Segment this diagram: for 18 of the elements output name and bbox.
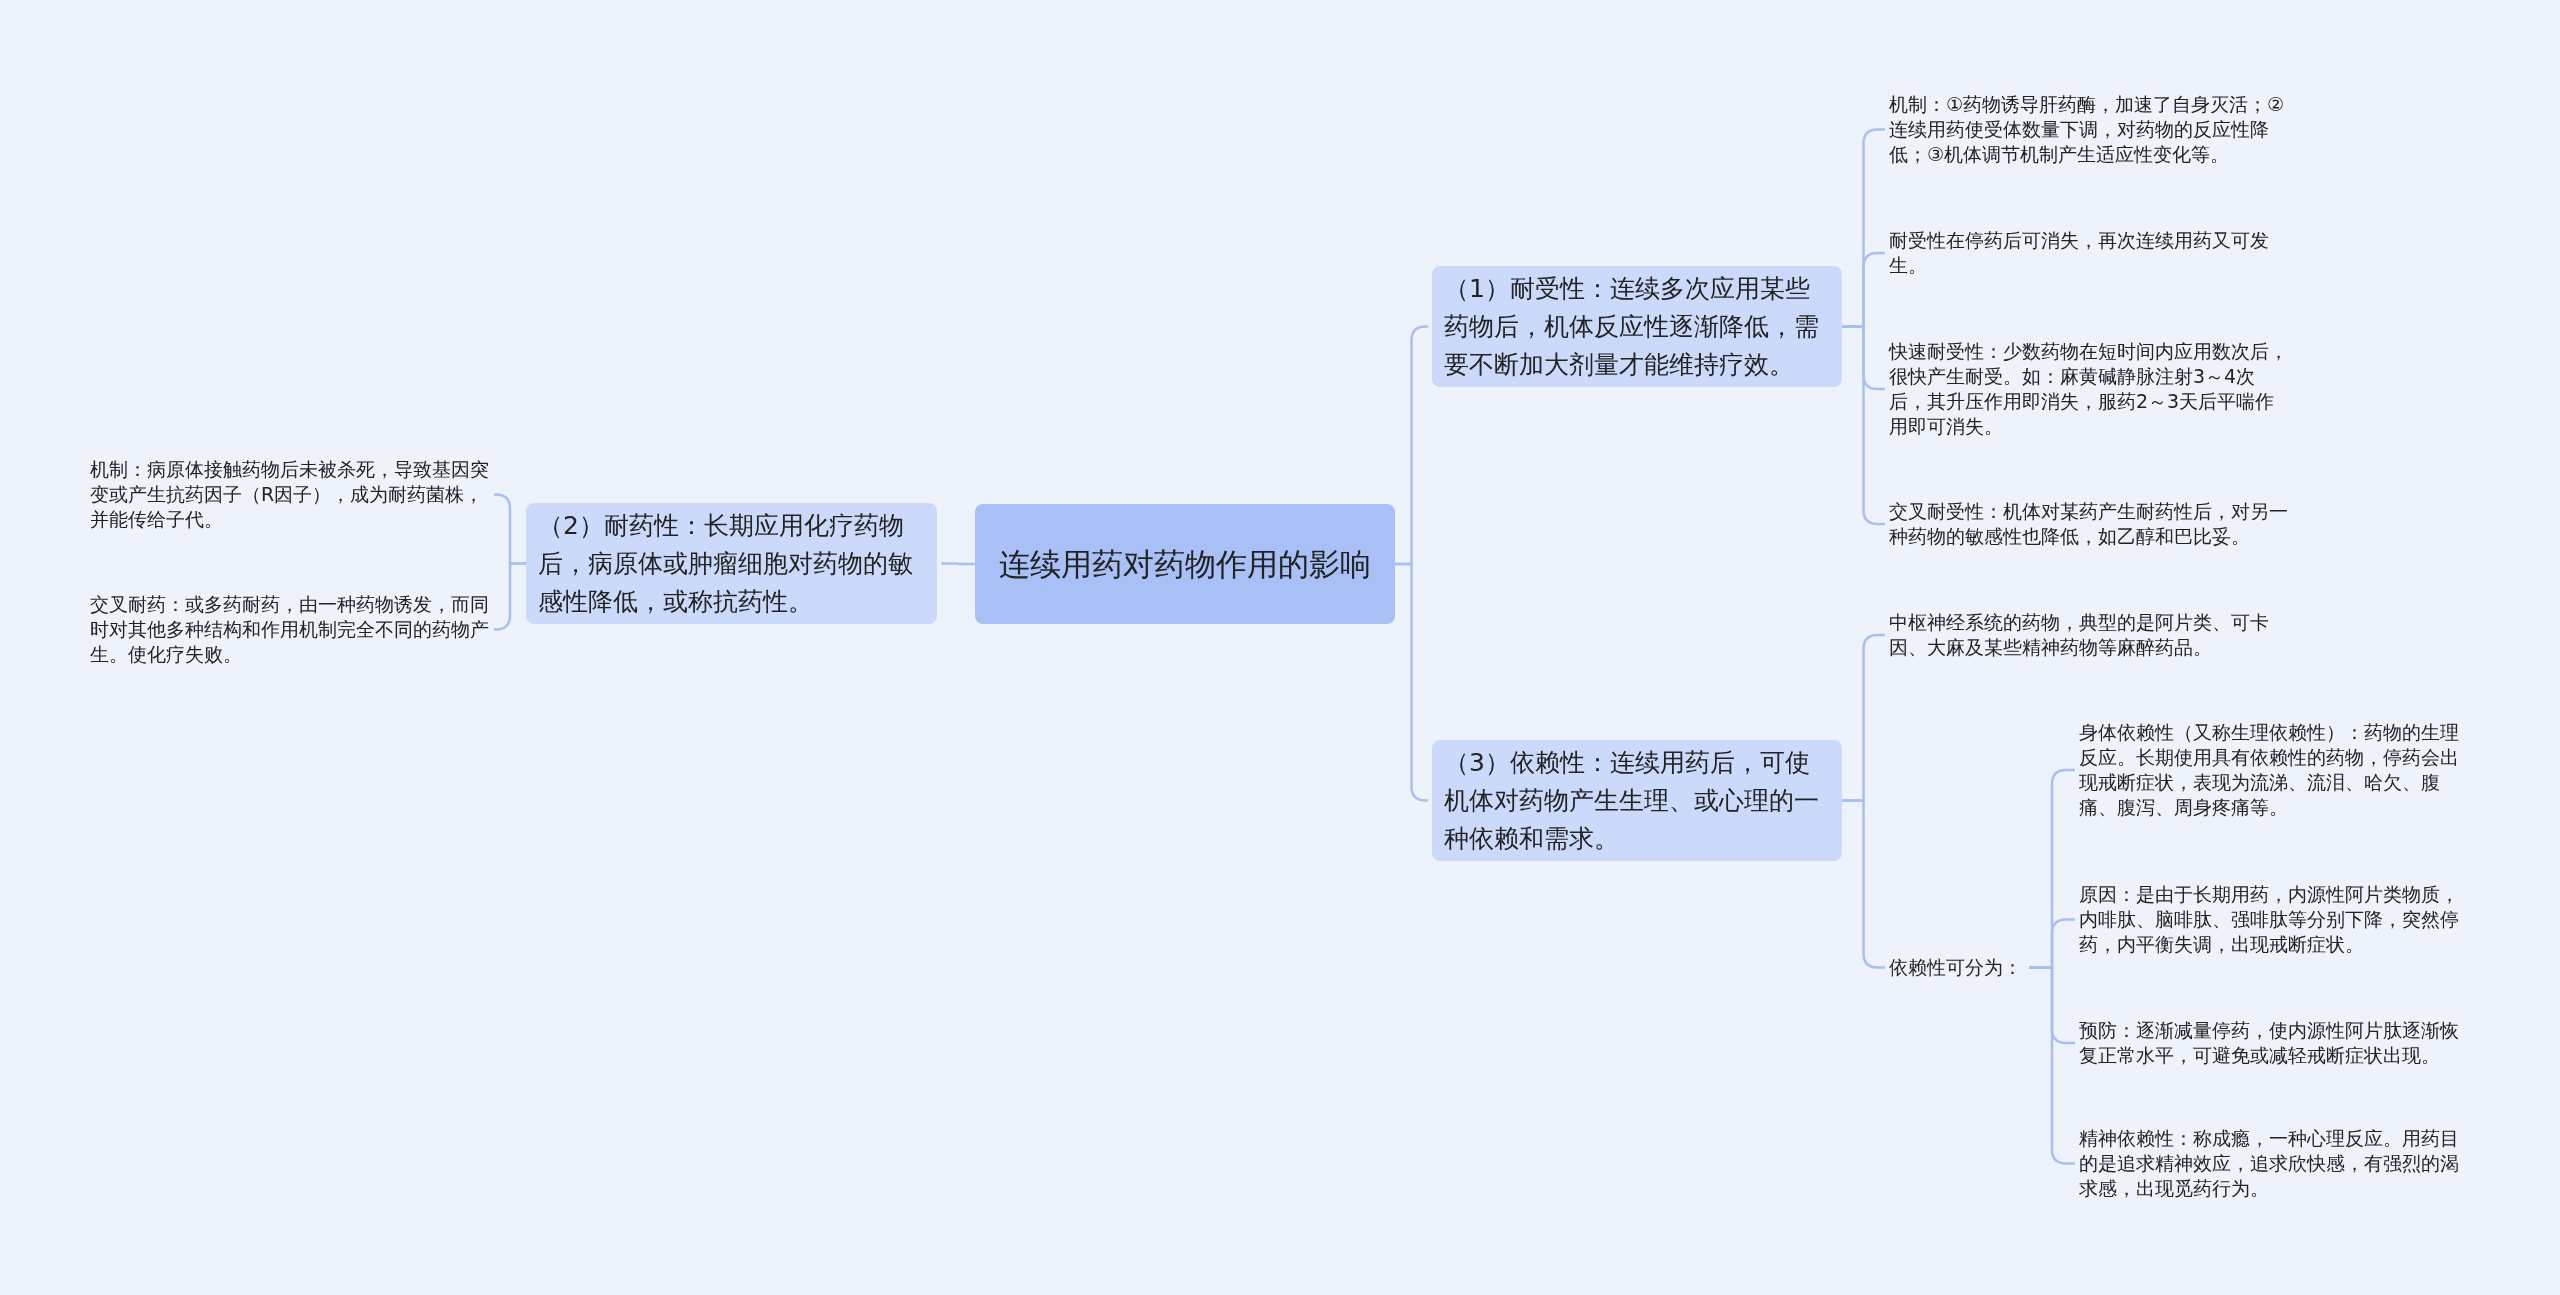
topic-box: （1）耐受性：连续多次应用某些药物后，机体反应性逐渐降低，需要不断加大剂量才能维持疗效。 [1432, 266, 1842, 387]
topic-text: 身体依赖性（又称生理依赖性）：药物的生理反应。长期使用具有依赖性的药物，停药会出现戒断症状，表现为流涕、流泪、哈欠、腹痛、腹泻、周身疼痛等。 [2079, 720, 2474, 820]
topic-text: 机制：病原体接触药物后未被杀死，导致基因突变或产生抗药因子（R因子），成为耐药菌株，并能传给子代。 [90, 457, 490, 532]
topic-text: 精神依赖性：称成瘾，一种心理反应。用药目的是追求精神效应，追求欣快感，有强烈的渴求感，出现觅药行为。 [2079, 1126, 2474, 1201]
topic-text: 交叉耐受性：机体对某药产生耐药性后，对另一种药物的敏感性也降低，如乙醇和巴比妥。 [1889, 499, 2289, 549]
topic-text: 快速耐受性：少数药物在短时间内应用数次后，很快产生耐受。如：麻黄碱静脉注射3～4次后，其升压作用即消失，服药2～3天后平喘作用即可消失。 [1889, 339, 2289, 439]
topic-text: 依赖性可分为： [1889, 955, 2029, 980]
topic-text: 耐受性在停药后可消失，再次连续用药又可发生。 [1889, 228, 2289, 278]
topic-text: 中枢神经系统的药物，典型的是阿片类、可卡因、大麻及某些精神药物等麻醉药品。 [1889, 610, 2289, 660]
topic-text: 交叉耐药：或多药耐药，由一种药物诱发，而同时对其他多种结构和作用机制完全不同的药物产生。使化疗失败。 [90, 592, 490, 667]
topic-text: 预防：逐渐减量停药，使内源性阿片肽逐渐恢复正常水平，可避免或减轻戒断症状出现。 [2079, 1018, 2474, 1068]
central-topic-box: 连续用药对药物作用的影响 [975, 504, 1395, 624]
connector-line [941, 562, 975, 566]
topic-text: 原因：是由于长期用药，内源性阿片类物质，内啡肽、脑啡肽、强啡肽等分别下降，突然停药，内平衡失调，出现戒断症状。 [2079, 882, 2474, 957]
connector-line [494, 562, 526, 631]
topic-box: （3）依赖性：连续用药后，可使机体对药物产生生理、或心理的一种依赖和需求。 [1432, 740, 1842, 861]
topic-box: （2）耐药性：长期应用化疗药物后，病原体或肿瘤细胞对药物的敏感性降低，或称抗药性。 [526, 503, 937, 624]
topic-text: 机制：①药物诱导肝药酶，加速了自身灭活；②连续用药使受体数量下调，对药物的反应性降低；③机体调节机制产生适应性变化等。 [1889, 92, 2289, 167]
